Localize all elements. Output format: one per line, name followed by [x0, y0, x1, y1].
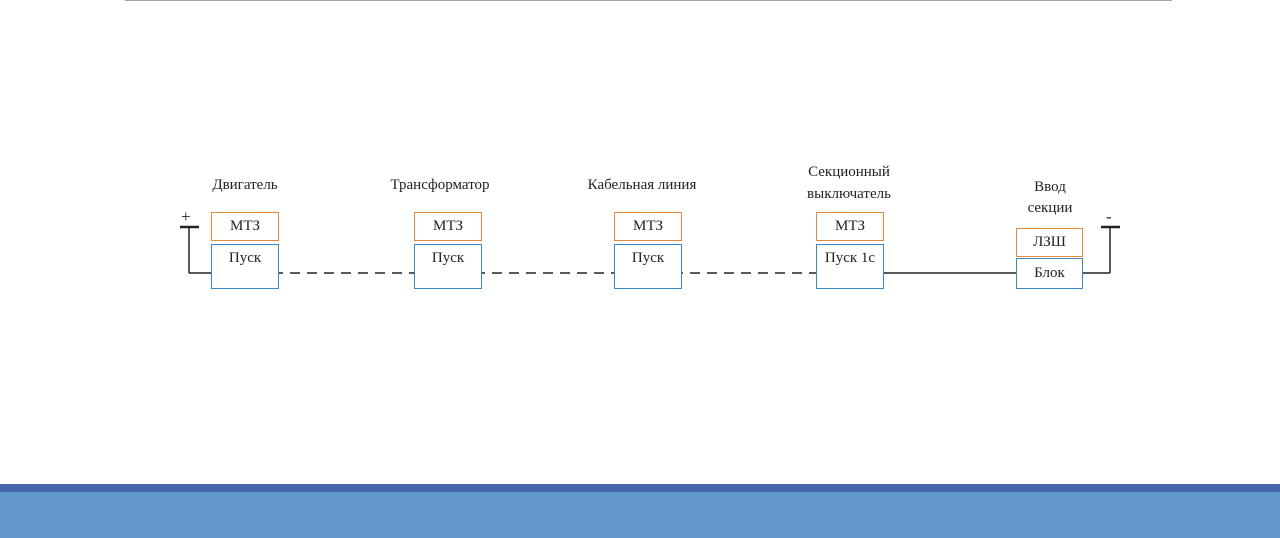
unit-label-section-input-line1: Ввод: [1034, 179, 1066, 195]
mtz-box-sectional-breaker: МТЗ: [816, 212, 884, 241]
footer-band-light: [0, 492, 1280, 538]
mtz-box-motor: МТЗ: [211, 212, 279, 241]
lzsh-box-section-input: ЛЗШ: [1016, 228, 1083, 257]
unit-label-transformer: Трансформатор: [390, 177, 490, 193]
start-box-sectional-breaker: Пуск 1с: [816, 244, 884, 289]
plus-sign: +: [181, 207, 191, 226]
footer-band-dark: [0, 484, 1280, 492]
start-box-cable-line: Пуск: [614, 244, 682, 289]
unit-label-motor: Двигатель: [212, 177, 278, 193]
block-box-section-input: Блок: [1016, 258, 1083, 289]
minus-sign: -: [1106, 207, 1112, 226]
mtz-box-transformer: МТЗ: [414, 212, 482, 241]
unit-label-sectional-breaker-line1: Секционный: [808, 164, 890, 180]
unit-label-cable-line: Кабельная линия: [587, 177, 697, 193]
top-divider: [125, 0, 1172, 1]
start-box-transformer: Пуск: [414, 244, 482, 289]
unit-label-sectional-breaker-line2: выключатель: [807, 186, 891, 202]
start-box-motor: Пуск: [211, 244, 279, 289]
unit-label-section-input-line2: секции: [1027, 200, 1073, 216]
mtz-box-cable-line: МТЗ: [614, 212, 682, 241]
